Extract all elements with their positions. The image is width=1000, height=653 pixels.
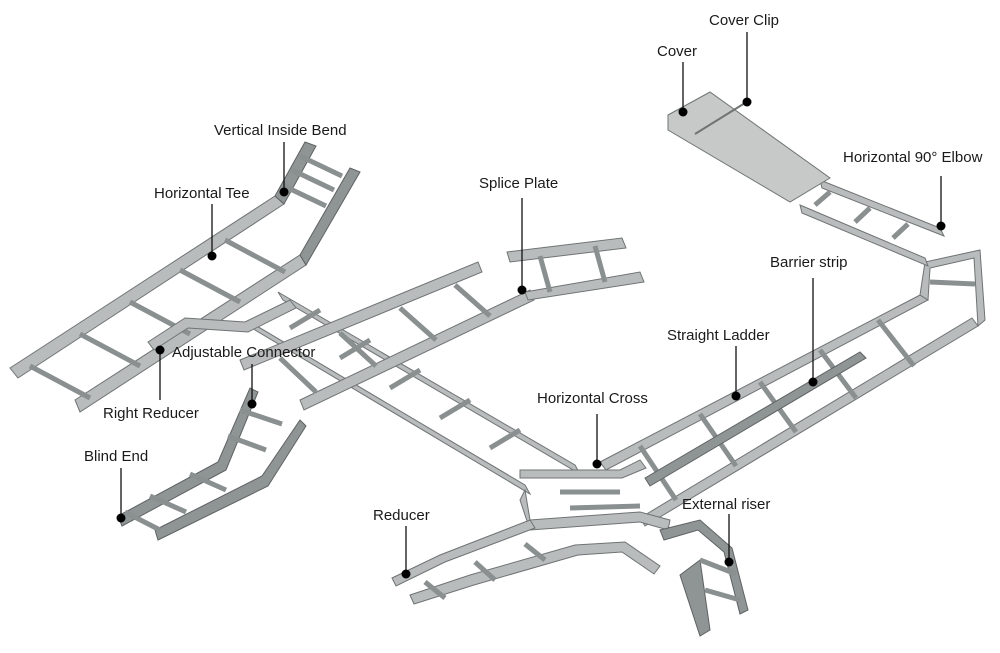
label-horizontal-cross: Horizontal Cross xyxy=(537,390,648,407)
label-reducer: Reducer xyxy=(373,507,430,524)
label-straight-ladder: Straight Ladder xyxy=(667,327,770,344)
left-upper-ladder xyxy=(9,195,307,413)
label-vertical-inside-bend: Vertical Inside Bend xyxy=(214,122,347,139)
splice-ladder xyxy=(239,261,535,411)
callout-barrier-strip: Barrier strip xyxy=(770,254,848,387)
callout-splice-plate: Splice Plate xyxy=(479,175,558,295)
callout-reducer: Reducer xyxy=(373,507,430,579)
tray-artwork xyxy=(9,91,986,637)
callout-right-reducer: Right Reducer xyxy=(103,345,199,422)
straight-ladder-shape xyxy=(599,294,979,527)
callout-horizontal-tee: Horizontal Tee xyxy=(154,185,250,261)
upper-right-ladder xyxy=(799,179,946,267)
lower-left-ladder xyxy=(117,387,307,541)
cover-panel-shape xyxy=(667,91,831,203)
callout-straight-ladder: Straight Ladder xyxy=(667,327,770,401)
label-right-reducer: Right Reducer xyxy=(103,405,199,422)
callout-blind-end: Blind End xyxy=(84,448,148,523)
right-reducer-shape xyxy=(147,299,297,351)
reducer-shape xyxy=(391,519,661,605)
label-splice-plate: Splice Plate xyxy=(479,175,558,192)
label-barrier-strip: Barrier strip xyxy=(770,254,848,271)
callout-vertical-inside-bend: Vertical Inside Bend xyxy=(214,122,347,197)
label-horizontal-tee: Horizontal Tee xyxy=(154,185,250,202)
callout-adjustable-connector: Adjustable Connector xyxy=(172,344,315,409)
callout-cover: Cover xyxy=(657,43,697,117)
label-horizontal-90-elbow: Horizontal 90° Elbow xyxy=(843,149,983,166)
splice-plate-section xyxy=(506,237,645,301)
label-adjustable-connector: Adjustable Connector xyxy=(172,344,315,361)
vertical-inside-bend-shape xyxy=(274,141,361,266)
label-blind-end: Blind End xyxy=(84,448,148,465)
horizontal-cross-shape xyxy=(519,459,671,531)
horizontal-elbow-shape xyxy=(919,249,986,328)
barrier-strip-shape xyxy=(644,351,867,487)
callout-horizontal-cross: Horizontal Cross xyxy=(537,390,648,469)
callout-cover-clip: Cover Clip xyxy=(709,12,779,107)
callout-horizontal-90-elbow: Horizontal 90° Elbow xyxy=(843,149,983,231)
label-cover: Cover xyxy=(657,43,697,60)
label-cover-clip: Cover Clip xyxy=(709,12,779,29)
center-cross-ladder xyxy=(249,291,582,496)
label-external-riser: External riser xyxy=(682,496,770,513)
callout-external-riser: External riser xyxy=(682,496,770,567)
external-riser-shape xyxy=(659,519,749,637)
